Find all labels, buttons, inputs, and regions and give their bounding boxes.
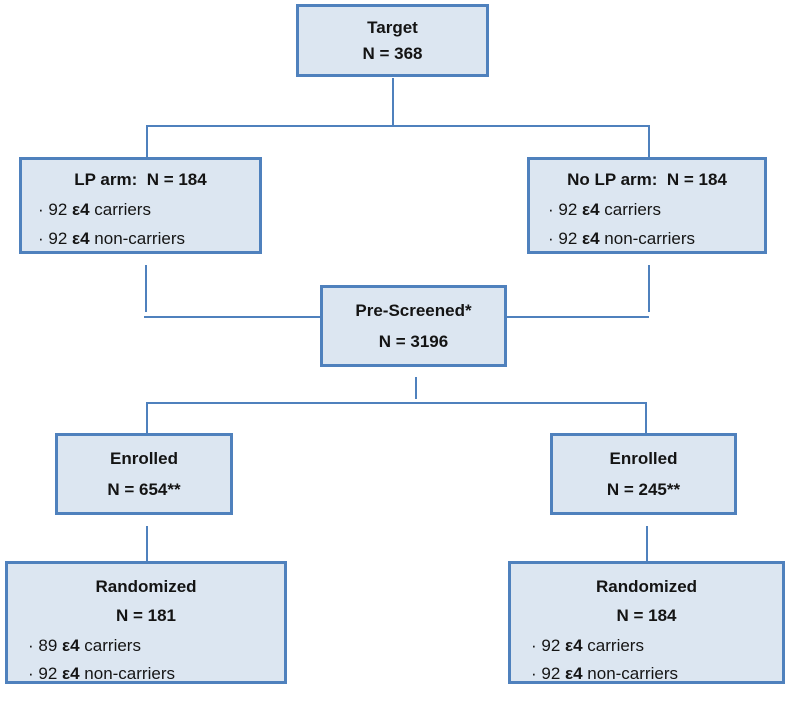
connector-right-to-prescreened: [507, 316, 649, 318]
target-title: Target: [367, 17, 418, 37]
target-n: N = 368: [362, 43, 423, 63]
randomized-right-bullets: · 92 ε4 carriers · 92 ε4 non-carriers: [511, 632, 782, 688]
connector-left-to-prescreened: [144, 316, 320, 318]
enrolled-left-box: Enrolled N = 654**: [55, 433, 233, 515]
lp-arm-box: LP arm: N = 184 · 92 ε4 carriers · 92 ε4…: [19, 157, 262, 254]
enrolled-right-title: Enrolled: [609, 449, 678, 468]
no-lp-arm-box: No LP arm: N = 184 · 92 ε4 carriers · 92…: [527, 157, 767, 254]
bullet-line: · 92 ε4 non-carriers: [531, 664, 678, 683]
no-lp-arm-title: No LP arm: N = 184: [567, 170, 727, 189]
enrolled-left-n: N = 654**: [107, 480, 181, 499]
connector-split-top: [146, 125, 650, 127]
pre-screened-box: Pre-Screened* N = 3196: [320, 285, 507, 367]
connector-to-no-lp-arm: [648, 125, 650, 157]
e4-allele: ε4: [582, 229, 600, 248]
e4-allele: ε4: [62, 664, 80, 683]
connector-to-enrolled-right: [645, 402, 647, 433]
randomized-left-n: N = 181: [115, 606, 176, 625]
pre-screened-n: N = 3196: [378, 332, 449, 351]
e4-allele: ε4: [582, 200, 600, 219]
randomized-right-box: Randomized N = 184 · 92 ε4 carriers · 92…: [508, 561, 785, 684]
randomized-right-n: N = 184: [616, 606, 677, 625]
e4-allele: ε4: [565, 636, 583, 655]
randomized-right-title: Randomized: [595, 577, 698, 596]
randomized-left-bullets: · 89 ε4 carriers · 92 ε4 non-carriers: [8, 632, 284, 688]
e4-allele: ε4: [72, 200, 90, 219]
connector-enrolled-right-down: [646, 526, 648, 561]
bullet-line: · 92 ε4 non-carriers: [548, 229, 695, 248]
lp-arm-bullets: · 92 ε4 carriers · 92 ε4 non-carriers: [22, 195, 259, 253]
connector-split-middle: [146, 402, 647, 404]
no-lp-arm-bullets: · 92 ε4 carriers · 92 ε4 non-carriers: [530, 195, 764, 253]
randomized-left-box: Randomized N = 181 · 89 ε4 carriers · 92…: [5, 561, 287, 684]
connector-enrolled-left-down: [146, 526, 148, 561]
connector-prescreened-down: [415, 377, 417, 399]
target-box: Target N = 368: [296, 4, 489, 77]
bullet-line: · 89 ε4 carriers: [28, 636, 141, 655]
connector-to-lp-arm: [146, 125, 148, 157]
connector-to-enrolled-left: [146, 402, 148, 433]
e4-allele: ε4: [62, 636, 80, 655]
e4-allele: ε4: [72, 229, 90, 248]
e4-allele: ε4: [565, 664, 583, 683]
randomized-left-title: Randomized: [95, 577, 197, 596]
connector-target-down: [392, 78, 394, 125]
connector-no-lp-arm-down: [648, 265, 650, 312]
lp-arm-title: LP arm: N = 184: [74, 170, 207, 189]
pre-screened-title: Pre-Screened*: [355, 301, 472, 320]
bullet-line: · 92 ε4 carriers: [531, 636, 644, 655]
bullet-line: · 92 ε4 non-carriers: [28, 664, 175, 683]
enrolled-right-box: Enrolled N = 245**: [550, 433, 737, 515]
enrolled-left-title: Enrolled: [109, 449, 178, 468]
enrolled-right-n: N = 245**: [606, 480, 681, 499]
bullet-line: · 92 ε4 non-carriers: [38, 229, 185, 248]
connector-lp-arm-down: [145, 265, 147, 312]
bullet-line: · 92 ε4 carriers: [38, 200, 151, 219]
bullet-line: · 92 ε4 carriers: [548, 200, 661, 219]
